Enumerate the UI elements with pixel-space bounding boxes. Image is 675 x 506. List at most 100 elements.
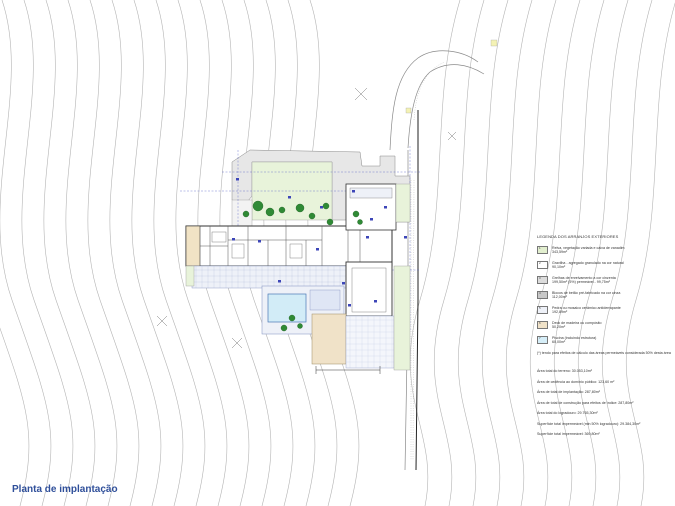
contour-line <box>219 0 272 506</box>
area-summary: Área total do terreno: 30.053,10m² Área d… <box>537 369 671 436</box>
contour-line <box>241 0 294 506</box>
legend-label: Grelhas de enrelvamento a cor cinzenta <box>552 275 616 280</box>
contour-line <box>87 0 140 506</box>
tree <box>357 219 363 225</box>
legend-items: 1 Relva, vegetação variada e caixa de van… <box>537 246 671 345</box>
level-marker <box>384 206 387 209</box>
legend-label: Pedra ou mosaico cerâmico antiderrapante <box>552 305 621 310</box>
legend-label: Piscina (incluindo estrutura) <box>552 335 597 340</box>
plan-markers <box>232 178 407 307</box>
access-road <box>389 50 485 471</box>
contour-line <box>601 0 653 506</box>
exterior-legend: LEGENDA DOS ARRANJOS EXTERIORES 1 Relva, … <box>537 234 671 443</box>
legend-item: 1 Relva, vegetação variada e caixa de van… <box>537 246 671 255</box>
legend-number: 4 <box>539 290 541 295</box>
legend-item: 5 Pedra ou mosaico cerâmico antiderrapant… <box>537 305 671 315</box>
area-stat: Área de total de construção para efeitos… <box>537 400 634 405</box>
level-marker <box>348 304 351 307</box>
legend-text: Gravilha - agregado granulado na cor nat… <box>552 261 624 270</box>
area-stat: Área de total de implantação: 287,80m² <box>537 390 600 395</box>
legend-item: 7 Piscina (incluindo estrutura)60,00m² <box>537 335 671 345</box>
level-marker <box>404 236 407 239</box>
legend-swatch: 2 <box>537 260 548 269</box>
level-marker <box>320 206 323 209</box>
legend-area: 199,50m² (5%) permeável - 99,75m² <box>552 280 610 285</box>
legend-label: Deck de madeira ou compósito <box>552 320 602 325</box>
contour-line <box>21 0 74 506</box>
legend-text: Pedra ou mosaico cerâmico antiderrapante… <box>552 306 621 315</box>
contour-line <box>65 0 118 506</box>
section-line <box>315 366 381 374</box>
lawn-area-east <box>393 265 411 371</box>
contour-line <box>131 0 184 506</box>
tree <box>242 210 250 218</box>
tree <box>326 218 334 226</box>
legend-area: 50,20m² <box>552 325 566 330</box>
legend-note: (*) tendo para efeitos de cálculo das ár… <box>537 350 671 355</box>
tree <box>297 323 303 329</box>
terrace-paving <box>191 265 351 289</box>
legend-area: 192,89m² <box>552 310 568 315</box>
contour-line <box>175 0 228 506</box>
contour-line <box>625 2 675 506</box>
legend-swatch: 6 <box>537 320 548 329</box>
tree <box>288 314 296 322</box>
level-marker <box>236 178 239 181</box>
house-footprint <box>185 225 393 267</box>
level-marker <box>366 236 369 239</box>
contour-line <box>153 0 206 506</box>
legend-text: Piscina (incluindo estrutura)60,00m² <box>552 336 596 345</box>
level-marker <box>232 238 235 241</box>
contour-line <box>457 0 509 506</box>
contour-line <box>409 0 461 506</box>
contour-line <box>505 0 557 506</box>
survey-crosses <box>156 87 457 349</box>
reference-markers <box>405 39 498 114</box>
legend-swatch: 1 <box>537 246 548 254</box>
contour-line <box>0 327 30 506</box>
legend-swatch: 7 <box>537 335 548 344</box>
legend-number: 2 <box>539 260 541 265</box>
tree <box>295 203 305 213</box>
legend-area: 112,00m² <box>552 295 567 300</box>
swimming-pool <box>267 293 307 323</box>
level-marker <box>288 196 291 199</box>
tree <box>265 207 275 217</box>
lawn-area-ne <box>395 183 411 223</box>
legend-swatch: 4 <box>537 290 548 299</box>
legend-swatch: 3 <box>537 275 548 284</box>
tree <box>352 210 360 218</box>
legend-text: Blocos de betão pré-fabricado na cor cin… <box>552 291 620 300</box>
legend-label: Gravilha - agregado granulado na cor nat… <box>552 260 624 265</box>
area-stat: Área total do terreno: 30.053,10m² <box>537 369 592 374</box>
area-stat: Superfície total impermeável (min 50% lo… <box>537 421 641 426</box>
tree <box>278 206 286 214</box>
lawn-area-west <box>185 265 195 287</box>
level-marker <box>258 240 261 243</box>
level-marker <box>352 190 355 193</box>
legend-number: 7 <box>539 335 541 340</box>
level-marker <box>316 248 319 251</box>
tree <box>280 324 288 332</box>
area-stat: Área de cedência ao domínio público: 123… <box>537 379 615 384</box>
legend-area: 90,10m² <box>552 265 566 270</box>
legend-title: LEGENDA DOS ARRANJOS EXTERIORES <box>537 234 619 239</box>
level-marker <box>370 218 373 221</box>
wooden-deck <box>311 313 347 365</box>
tree <box>252 200 264 212</box>
legend-label: Relva, vegetação variada e caixa de vana… <box>552 246 625 250</box>
level-marker <box>278 280 281 283</box>
roadside-vegetation <box>410 61 446 461</box>
legend-item: 4 Blocos de betão pré-fabricado na cor ci… <box>537 290 671 300</box>
level-marker <box>374 300 377 303</box>
legend-number: 5 <box>539 305 541 310</box>
contour-line <box>43 0 96 506</box>
tree <box>308 212 316 220</box>
legend-number: 1 <box>539 246 541 250</box>
contour-line <box>481 0 533 506</box>
legend-item: 2 Gravilha - agregado granulado na cor na… <box>537 260 671 270</box>
